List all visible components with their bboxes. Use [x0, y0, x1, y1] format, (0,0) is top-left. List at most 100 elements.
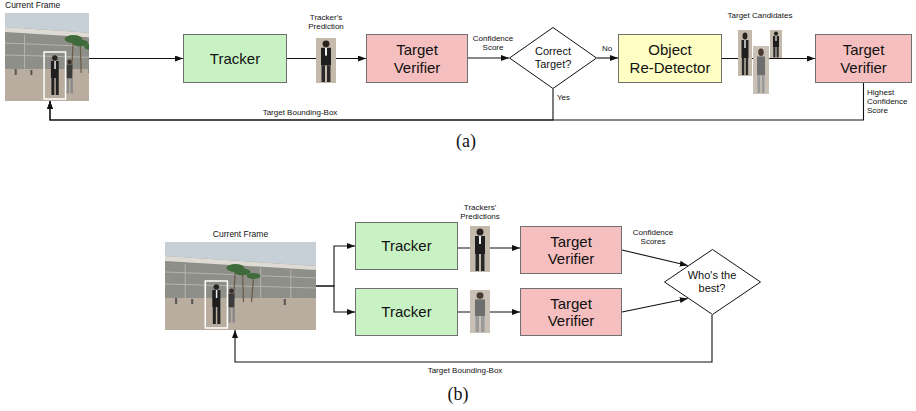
- text-word: Target: [728, 11, 750, 20]
- text-word: Target: [550, 295, 592, 312]
- frame-photo: [5, 13, 152, 101]
- frame-photo: [5, 13, 152, 101]
- text-word: Highest: [867, 88, 894, 97]
- redetector-box: Object Re-Detector: [618, 34, 722, 83]
- text-word: Current: [213, 229, 241, 239]
- text-word: Confidence: [473, 34, 513, 43]
- text-word: Tracker: [381, 303, 431, 320]
- candidate-crop: [770, 30, 782, 58]
- prediction-crop: [470, 226, 490, 272]
- node-label: Target Verifier: [526, 233, 616, 268]
- flow-arrow: [316, 246, 355, 286]
- edge-label: Highest Confidence Score: [867, 88, 913, 116]
- prediction-crop: [316, 38, 336, 83]
- text-word: (b): [448, 384, 469, 404]
- tracker-box: Tracker: [183, 34, 287, 83]
- text-word: Score: [867, 106, 888, 115]
- text-word: Frame: [36, 0, 61, 10]
- text-word: Confidence: [633, 228, 673, 237]
- text-word: Verifier: [840, 59, 887, 76]
- text-word: Prediction: [308, 22, 344, 31]
- text-word: Bounding-Box: [287, 108, 337, 117]
- video-frame: Current Frame: [5, 13, 89, 101]
- node-label: Object Re-Detector: [624, 41, 716, 76]
- text-word: Correct: [535, 45, 571, 57]
- edge-label: Trackers' Predictions: [455, 203, 505, 221]
- flow-arrow: [468, 57, 509, 58]
- tracker-box: Tracker: [355, 288, 458, 336]
- text-word: Verifier: [394, 59, 441, 76]
- text-word: Verifier: [548, 312, 595, 329]
- node-label: Target Verifier: [526, 295, 616, 330]
- prediction-crop: [470, 290, 490, 333]
- verifier-box: Target Verifier: [366, 34, 468, 83]
- node-label: Tracker: [210, 50, 260, 67]
- text-word: Frame: [244, 229, 269, 239]
- text-word: the: [721, 269, 736, 281]
- text-word: Tracker: [210, 50, 260, 67]
- frame-photo: [165, 242, 316, 330]
- candidate-crop: [753, 46, 769, 94]
- connector-group: [50, 58, 864, 362]
- decision-diamond: Who's the best?: [664, 249, 761, 315]
- edge-label: Target Bounding-Box: [410, 366, 520, 375]
- text-word: Object: [648, 41, 691, 58]
- node-label: Target Verifier: [821, 41, 906, 76]
- frame-heading: Current Frame: [5, 1, 89, 11]
- verifier-box: Target Verifier: [815, 34, 912, 83]
- flow-arrow: [622, 299, 688, 313]
- edge-label: Target Candidates: [720, 11, 800, 20]
- node-label: Tracker: [381, 237, 431, 254]
- candidate-crop: [738, 30, 752, 76]
- text-word: Re-Detector: [630, 59, 711, 76]
- text-word: Predictions: [460, 212, 500, 221]
- text-word: Tracker's: [310, 13, 342, 22]
- branch-label: Yes: [557, 93, 577, 102]
- frame-heading: Current Frame: [165, 230, 316, 240]
- text-word: Target: [263, 108, 285, 117]
- diamond-outline: [664, 250, 760, 315]
- flow-arrow: [89, 58, 183, 59]
- text-word: Target: [396, 41, 438, 58]
- decision-diamond: Correct Target?: [509, 27, 597, 89]
- edge-label: No: [599, 44, 615, 53]
- text-word: Score: [483, 43, 504, 52]
- tracker-box: Tracker: [355, 222, 458, 270]
- node-label: Who's the best?: [684, 269, 741, 294]
- panel-label: (a): [436, 131, 496, 152]
- text-word: Trackers': [464, 203, 496, 212]
- video-frame: Current Frame: [165, 242, 316, 330]
- edge-label: Confidence Score: [471, 34, 515, 52]
- text-word: Confidence: [867, 97, 907, 106]
- text-word: best?: [699, 282, 726, 294]
- text-word: Tracker: [381, 237, 431, 254]
- text-word: Bounding-Box: [452, 366, 502, 375]
- node-label: Correct Target?: [526, 45, 581, 70]
- text-word: Scores: [641, 237, 666, 246]
- text-word: Current: [5, 0, 33, 10]
- verifier-box: Target Verifier: [520, 288, 622, 336]
- diamond-outline: [510, 28, 597, 89]
- node-label: Tracker: [381, 303, 431, 320]
- verifier-box: Target Verifier: [520, 226, 622, 274]
- text-word: Target?: [535, 58, 572, 70]
- frame-photo: [165, 242, 316, 330]
- panel-label: (b): [428, 384, 488, 405]
- node-label: Target Verifier: [372, 41, 462, 76]
- text-word: Who's: [688, 269, 718, 281]
- text-word: (a): [456, 131, 476, 151]
- flow-arrow: [50, 83, 864, 120]
- flow-arrow: [597, 57, 618, 58]
- flow-arrow: [622, 250, 688, 266]
- text-word: Candidates: [752, 11, 792, 20]
- text-word: Target: [843, 41, 885, 58]
- edge-label: Tracker's Prediction: [303, 13, 349, 31]
- flow-arrow: [50, 89, 553, 120]
- flow-arrow: [316, 286, 355, 312]
- text-word: Yes: [557, 93, 570, 102]
- text-word: No: [602, 44, 612, 53]
- text-word: Target: [550, 233, 592, 250]
